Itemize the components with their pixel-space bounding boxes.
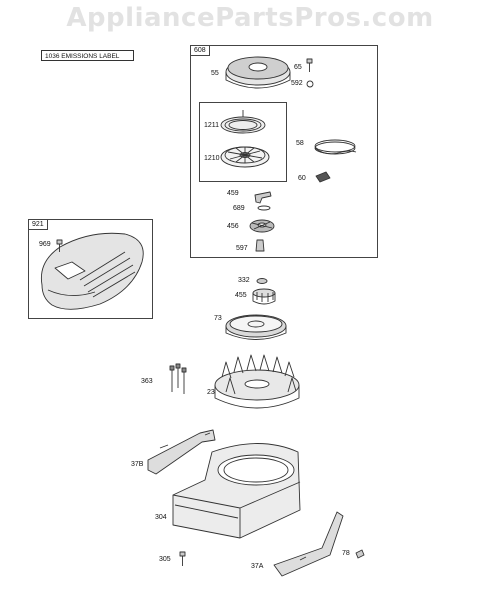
part-597-label: 597 <box>236 245 248 252</box>
part-363-label: 363 <box>141 378 153 385</box>
part-459-label: 459 <box>227 190 239 197</box>
part-455-label: 455 <box>235 292 247 299</box>
part-73-label: 73 <box>214 315 222 322</box>
starter-rope-icon <box>314 139 357 155</box>
part-332-label: 332 <box>238 277 250 284</box>
part-37B-label: 37B <box>131 461 144 468</box>
pulley-icon <box>220 146 270 168</box>
part-592-label: 592 <box>291 80 303 87</box>
rewind-spring-icon <box>220 110 266 134</box>
part-55-label: 55 <box>211 70 219 77</box>
housing-screw-icon <box>179 551 186 566</box>
starter-group-tab: 608 <box>191 46 210 56</box>
lower-baffle-icon <box>273 511 344 577</box>
screw-icon <box>306 58 313 72</box>
part-65-label: 65 <box>294 64 302 71</box>
part-456-label: 456 <box>227 223 239 230</box>
blower-cover-icon <box>40 232 144 310</box>
starter-housing-icon <box>225 56 291 89</box>
flywheel-icon <box>214 354 300 409</box>
flywheel-bolts-icon <box>169 363 187 394</box>
starter-handle-icon <box>315 171 331 183</box>
part-58-label: 58 <box>296 140 304 147</box>
part-305-label: 305 <box>159 556 171 563</box>
bolt-icon <box>56 239 63 252</box>
part-37A-label: 37A <box>251 563 264 570</box>
rewind-assembly-box <box>199 102 287 182</box>
baffle-screw-icon <box>355 549 365 559</box>
part-23-label: 23 <box>207 389 215 396</box>
spring-icon <box>257 205 271 211</box>
washer-icon <box>306 80 314 88</box>
part-60-label: 60 <box>298 175 306 182</box>
part-969-label: 969 <box>39 241 51 248</box>
watermark: AppliancePartsPros.com <box>66 3 434 33</box>
part-689-label: 689 <box>233 205 245 212</box>
part-1211-label: 1211 <box>204 122 220 129</box>
cover-group-box: 921 <box>28 219 153 319</box>
cover-group-tab: 921 <box>29 220 48 230</box>
part-1210-label: 1210 <box>204 155 220 162</box>
pawl-icon <box>254 191 272 204</box>
part-78-label: 78 <box>342 550 350 557</box>
emissions-label-box: 1036 EMISSIONS LABEL <box>41 50 134 61</box>
retainer-icon <box>249 219 275 233</box>
starter-group-box: 608 <box>190 45 378 258</box>
blower-housing-icon <box>172 443 301 539</box>
upper-baffle-icon <box>147 429 216 475</box>
part-304-label: 304 <box>155 514 167 521</box>
starter-cup-icon <box>252 288 276 305</box>
retainer-screw-icon <box>255 239 265 252</box>
rotating-screen-icon <box>225 314 287 340</box>
nut-icon <box>256 278 268 284</box>
